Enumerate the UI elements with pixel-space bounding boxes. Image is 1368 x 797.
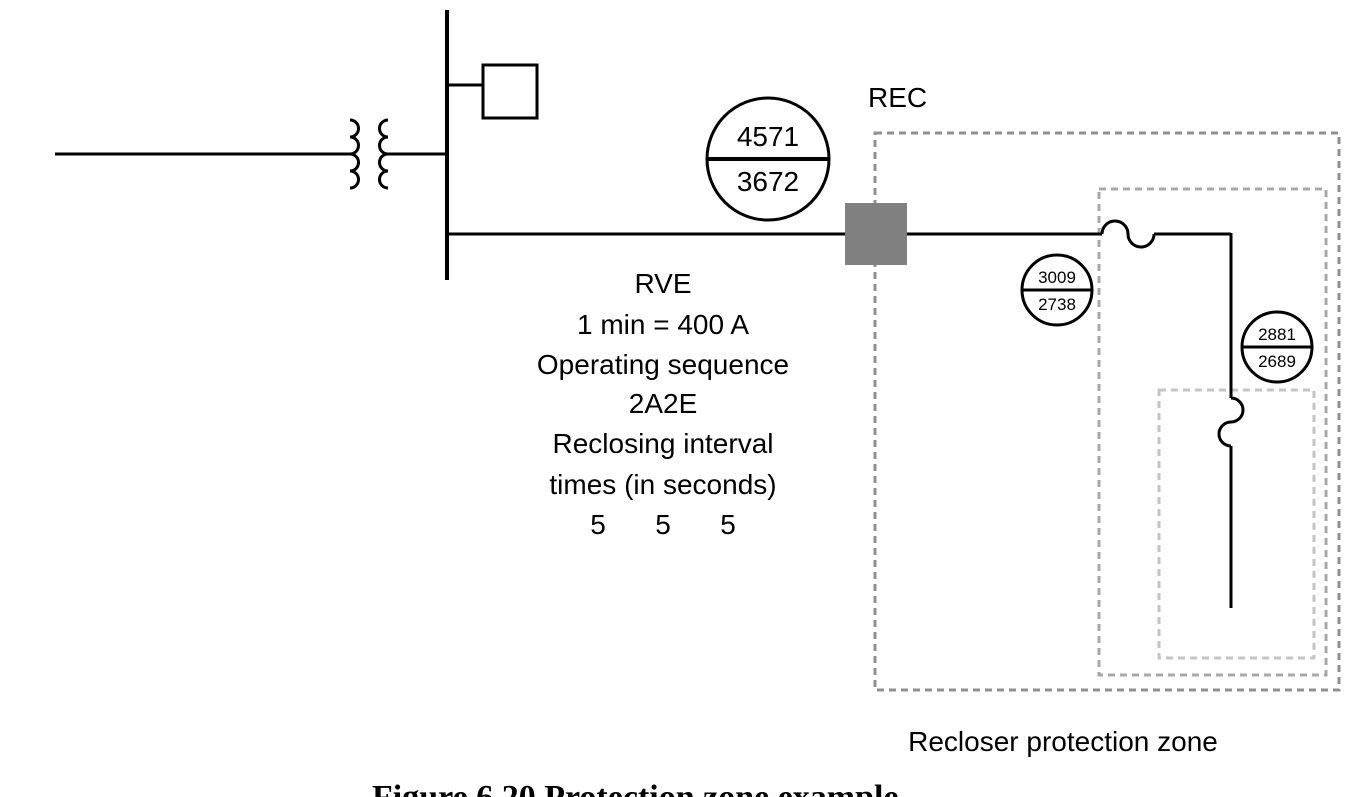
rve-interval-unit: times (in seconds) xyxy=(549,469,776,500)
rve-settings: RVE 1 min = 400 A Operating sequence 2A2… xyxy=(537,268,789,540)
protection-zone-label: Recloser protection zone xyxy=(908,726,1218,757)
fuse-zone-inner xyxy=(1157,388,1316,660)
rve-rating: 1 min = 400 A xyxy=(577,309,749,340)
transformer-primary-coil xyxy=(349,118,360,190)
rve-interval-3: 5 xyxy=(720,509,736,540)
fault-current-tap-2: 2881 2689 xyxy=(1240,310,1314,384)
recloser-symbol xyxy=(845,203,907,265)
rve-sequence-label: Operating sequence xyxy=(537,349,789,380)
fault-current-tap-2-top: 2881 xyxy=(1258,325,1296,344)
rec-label: REC xyxy=(868,82,927,113)
rve-interval-label: Reclosing interval xyxy=(553,428,774,459)
fault-current-tap-1-top: 3009 xyxy=(1038,268,1076,287)
fuse-2-symbol xyxy=(1217,396,1245,448)
fault-current-tap-1-bottom: 2738 xyxy=(1038,295,1076,314)
aux-load-box xyxy=(481,63,539,120)
fault-current-main-bottom: 3672 xyxy=(737,166,799,197)
fault-current-main: 4571 3672 xyxy=(705,96,831,222)
rve-sequence-value: 2A2E xyxy=(629,388,698,419)
fuse-1-symbol xyxy=(1100,219,1156,249)
recloser-zone-outer xyxy=(873,131,1341,692)
rve-interval-1: 5 xyxy=(590,509,606,540)
fuse-zone-middle xyxy=(1097,187,1328,677)
rve-interval-2: 5 xyxy=(655,509,671,540)
fault-current-tap-2-bottom: 2689 xyxy=(1258,352,1296,371)
rve-title: RVE xyxy=(634,268,691,299)
fault-current-tap-1: 3009 2738 xyxy=(1020,253,1094,327)
fault-current-main-top: 4571 xyxy=(737,121,799,152)
transformer-secondary-coil xyxy=(378,118,389,190)
figure-caption: Figure 6.20 Protection zone example xyxy=(372,779,899,797)
